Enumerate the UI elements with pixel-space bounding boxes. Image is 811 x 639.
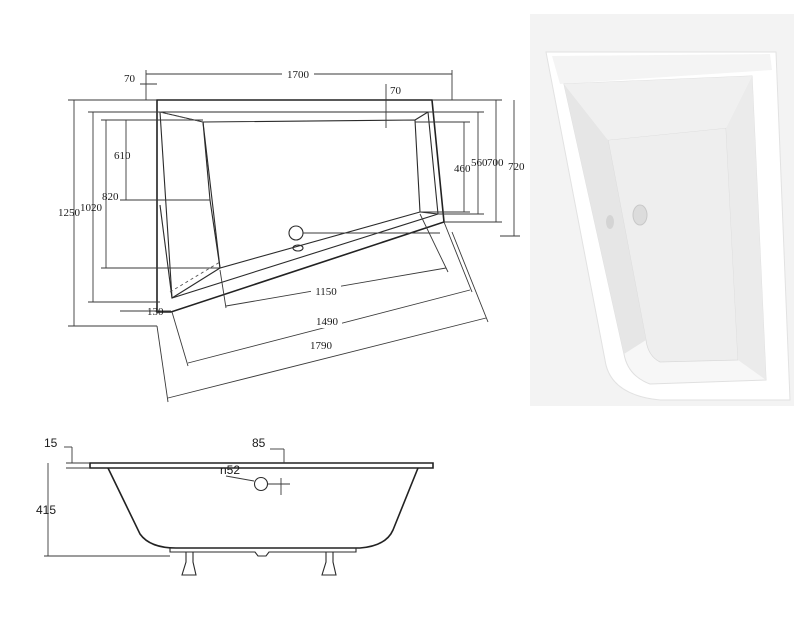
dim-left-130: 130	[147, 306, 164, 318]
dim-right-70: 70	[390, 85, 402, 97]
tub-side-base	[169, 548, 357, 557]
dim-bottom-1150: 1150	[315, 286, 337, 298]
dim-height-610: 610	[114, 150, 131, 162]
dim-height-820: 820	[102, 191, 119, 203]
dim-right-460: 460	[454, 163, 471, 175]
photo-tub-floor	[607, 127, 739, 363]
dim-left-70: 70	[124, 73, 136, 85]
dim-right-560: 560	[471, 157, 488, 169]
side-view: n52 15 85 415	[36, 436, 434, 576]
tub-side-body	[107, 467, 419, 549]
dim-right-720: 720	[508, 161, 525, 173]
dim-right-700: 700	[487, 157, 504, 169]
dim-offset-85: 85	[252, 436, 266, 450]
tub-side-rim	[89, 462, 434, 469]
dim-overflow-n52: n52	[220, 463, 240, 477]
dim-rim-15: 15	[44, 436, 58, 450]
bathtub-photo	[530, 14, 794, 406]
dim-bottom-1790: 1790	[310, 340, 333, 352]
dim-height-1250: 1250	[58, 207, 81, 219]
overflow-circle	[253, 476, 269, 492]
dim-depth-415: 415	[36, 503, 56, 517]
dim-height-1020: 1020	[80, 202, 103, 214]
foot-right	[321, 551, 337, 576]
drain-circle	[288, 225, 304, 241]
foot-left	[181, 551, 197, 576]
dim-bottom-1490: 1490	[316, 316, 339, 328]
plan-view: 1700 70 70 1250 1020 820 610 460 560	[58, 67, 525, 403]
dim-top-width: 1700	[287, 69, 310, 81]
photo-overflow	[632, 204, 648, 226]
tub-basin-floor	[202, 119, 421, 269]
drain-small	[292, 244, 304, 252]
